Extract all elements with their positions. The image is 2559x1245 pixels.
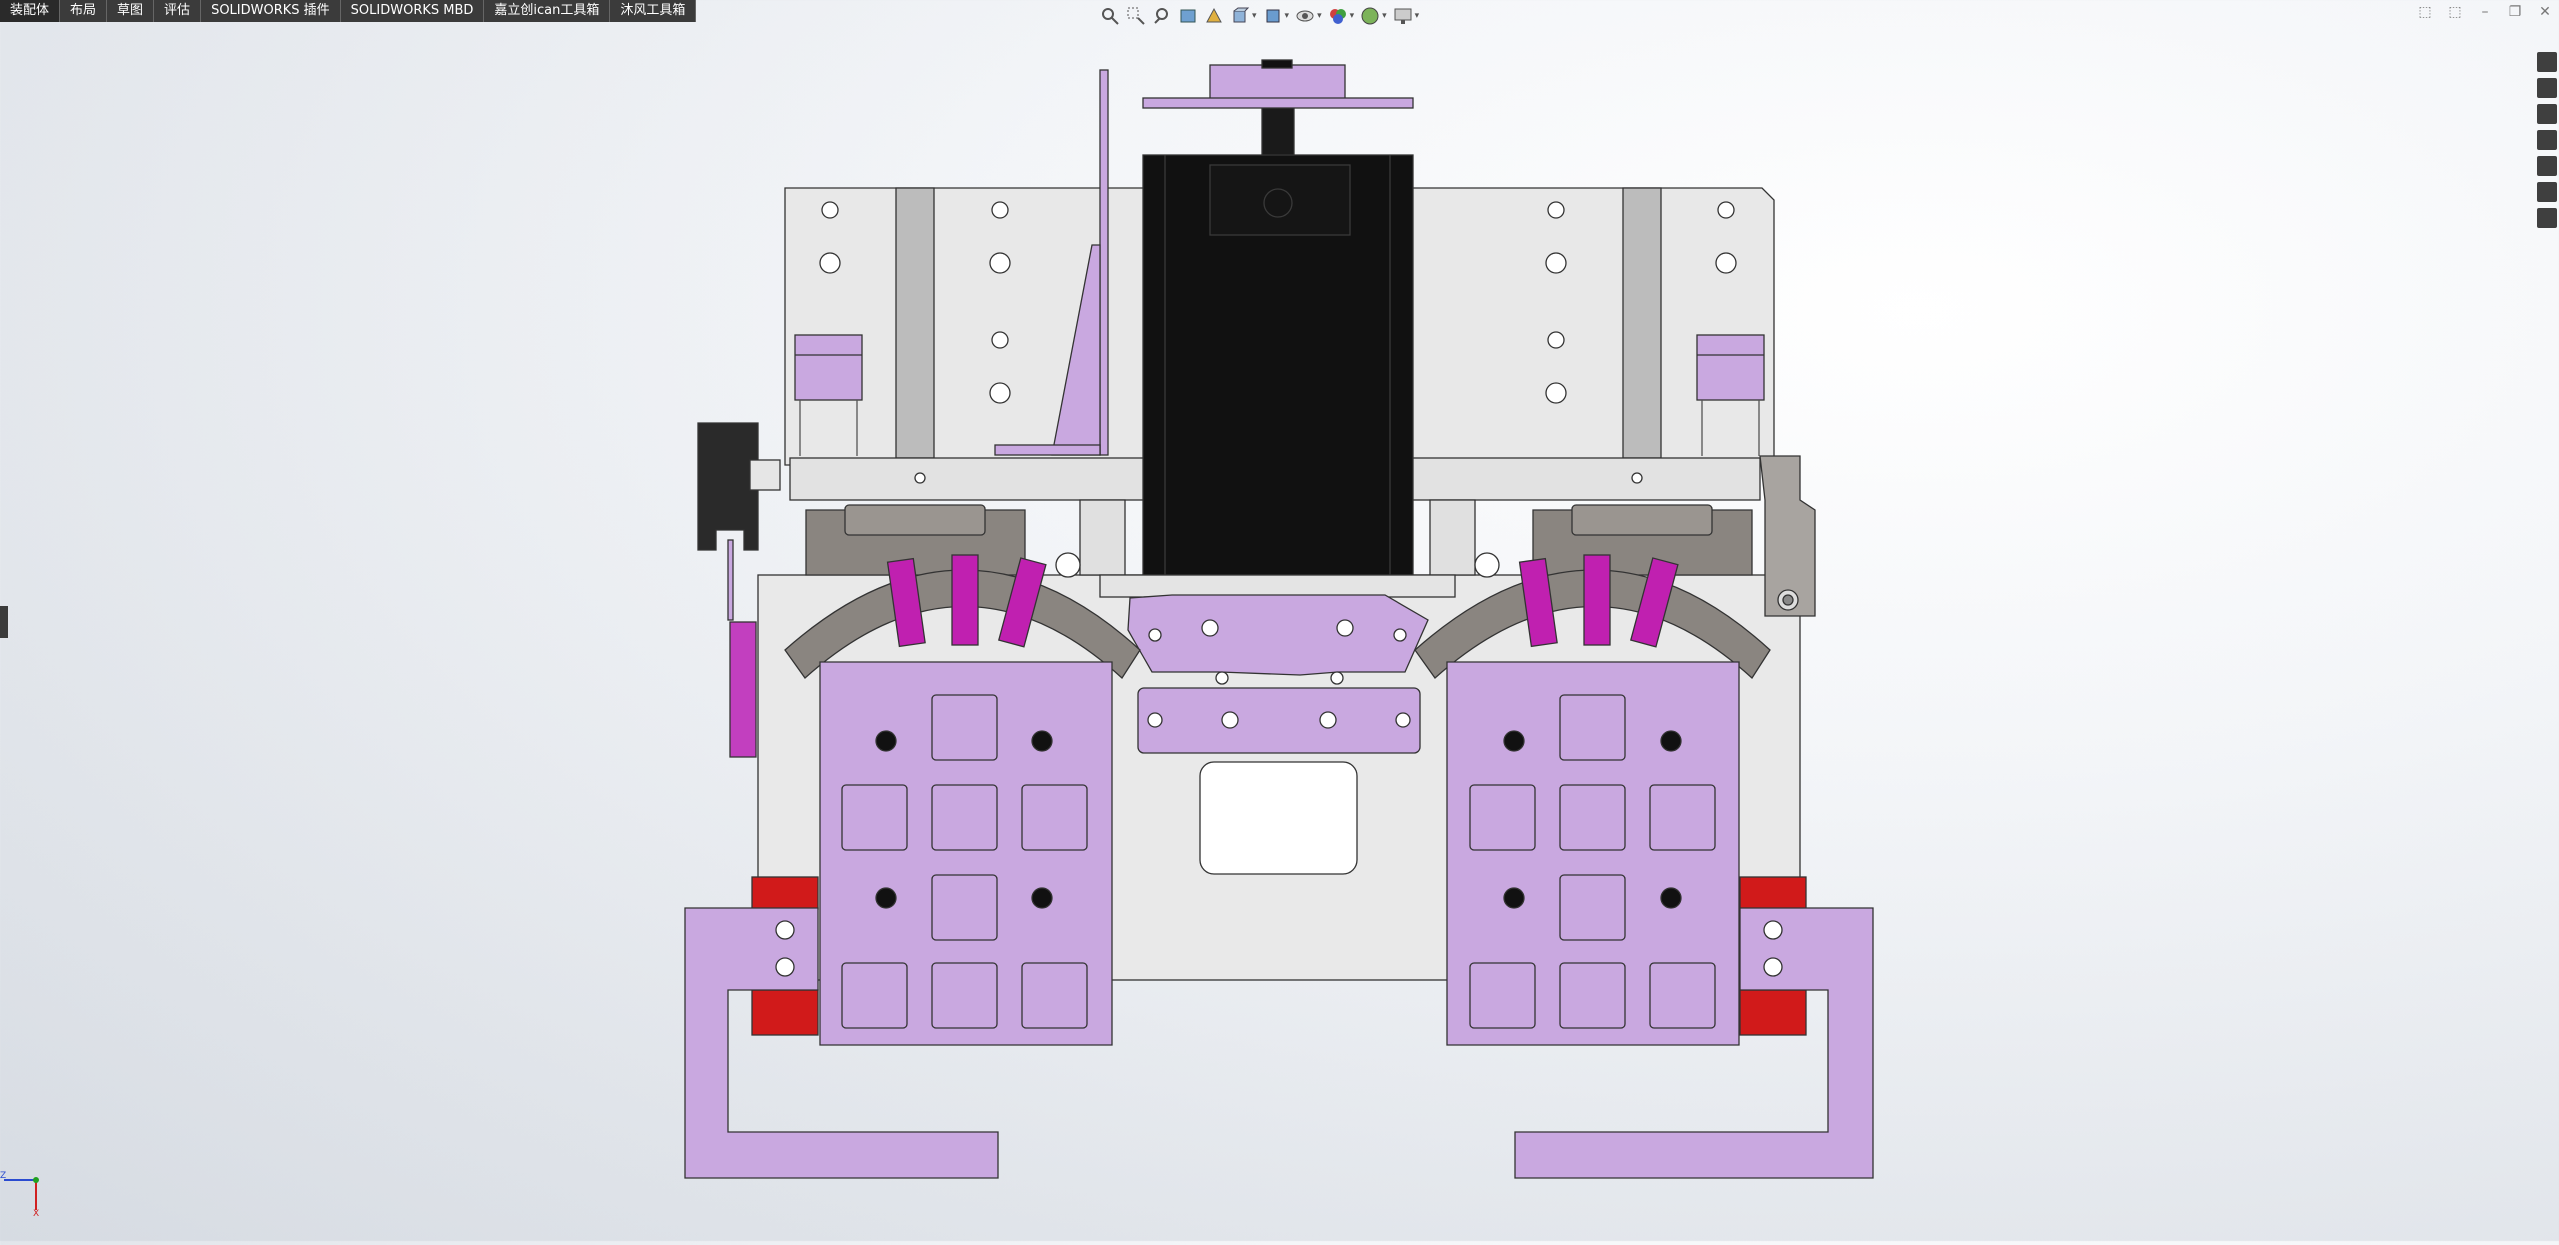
view-settings-icon[interactable]: ▾ [1393, 6, 1420, 26]
edit-appearance-icon[interactable]: ▾ [1328, 6, 1355, 26]
red-block-left-top [751, 876, 819, 910]
back-plate-slot-right [1622, 187, 1662, 459]
heads-up-view-toolbar: ▾ ▾ ▾ ▾ ▾ ▾ [1100, 2, 1419, 30]
reference-triad: Z X [0, 1171, 39, 1216]
task-pane [2535, 52, 2559, 228]
close-icon[interactable]: ✕ [2539, 4, 2551, 20]
tab-jlc-ican-toolbox[interactable]: 嘉立创ican工具箱 [484, 0, 611, 22]
tile-icon[interactable]: ⬚ [2418, 4, 2432, 20]
solidworks-forum-icon[interactable] [2537, 208, 2557, 228]
triad-z-label: Z [0, 1171, 6, 1181]
apply-scene-icon[interactable]: ▾ [1360, 6, 1387, 26]
minimize-icon[interactable]: – [2481, 4, 2489, 20]
chevron-down-icon: ▾ [1349, 11, 1355, 21]
pulley [1209, 64, 1346, 101]
restore-icon[interactable]: ❐ [2508, 4, 2522, 20]
l-bracket-left [684, 907, 999, 1179]
base-window [1199, 761, 1358, 875]
zoom-to-area-icon[interactable] [1126, 6, 1146, 26]
center-wedge [1127, 594, 1429, 676]
tab-evaluate[interactable]: 评估 [154, 0, 202, 22]
red-block-right-bottom [1739, 989, 1807, 1036]
section-view-icon[interactable] [1178, 6, 1198, 26]
zoom-to-fit-icon[interactable] [1100, 6, 1120, 26]
hide-show-items-icon[interactable]: ▾ [1295, 6, 1322, 26]
chevron-down-icon: ▾ [1284, 11, 1290, 21]
l-bracket-right [1514, 907, 1874, 1179]
view-orientation-icon[interactable]: ▾ [1230, 6, 1257, 26]
tab-solidworks-addins[interactable]: SOLIDWORKS 插件 [201, 0, 341, 22]
pad-left [819, 661, 1113, 1046]
previous-view-icon[interactable] [1152, 6, 1172, 26]
right-side-bracket [1759, 455, 1816, 617]
appearances-icon[interactable] [2537, 156, 2557, 176]
document-window-controls: ⬚ ⬚ – ❐ ✕ [2417, 4, 2553, 20]
back-plate-slot-left [895, 187, 935, 459]
pad-right [1446, 661, 1740, 1046]
red-block-right-top [1739, 876, 1807, 910]
display-style-icon[interactable]: ▾ [1263, 6, 1290, 26]
chevron-down-icon: ▾ [1382, 11, 1387, 21]
chevron-down-icon: ▾ [1252, 11, 1257, 21]
red-block-left-bottom [751, 989, 819, 1036]
center-bar [1137, 687, 1421, 754]
feature-tree-expand-handle[interactable] [0, 606, 8, 638]
tab-assembly[interactable]: 装配体 [0, 0, 61, 22]
chevron-down-icon: ▾ [1317, 11, 1322, 21]
file-explorer-icon[interactable] [2537, 130, 2557, 150]
design-library-icon[interactable] [2537, 104, 2557, 124]
tab-sketch[interactable]: 草图 [107, 0, 155, 22]
dynamic-annotation-icon[interactable] [1204, 6, 1224, 26]
tile-icon[interactable]: ⬚ [2448, 4, 2462, 20]
tab-layout[interactable]: 布局 [60, 0, 108, 22]
vertical-arm [1099, 69, 1109, 456]
chevron-down-icon: ▾ [1414, 11, 1420, 21]
command-manager-tabs: 装配体 布局 草图 评估 SOLIDWORKS 插件 SOLIDWORKS MB… [0, 0, 697, 22]
tab-solidworks-mbd[interactable]: SOLIDWORKS MBD [341, 0, 485, 22]
resources-icon[interactable] [2537, 78, 2557, 98]
left-black-clamp [697, 422, 759, 551]
tab-mufeng-toolbox[interactable]: 沐风工具箱 [610, 0, 697, 22]
triad-x-label: X [33, 1209, 39, 1216]
home-icon[interactable] [2537, 52, 2557, 72]
custom-properties-icon[interactable] [2537, 182, 2557, 202]
